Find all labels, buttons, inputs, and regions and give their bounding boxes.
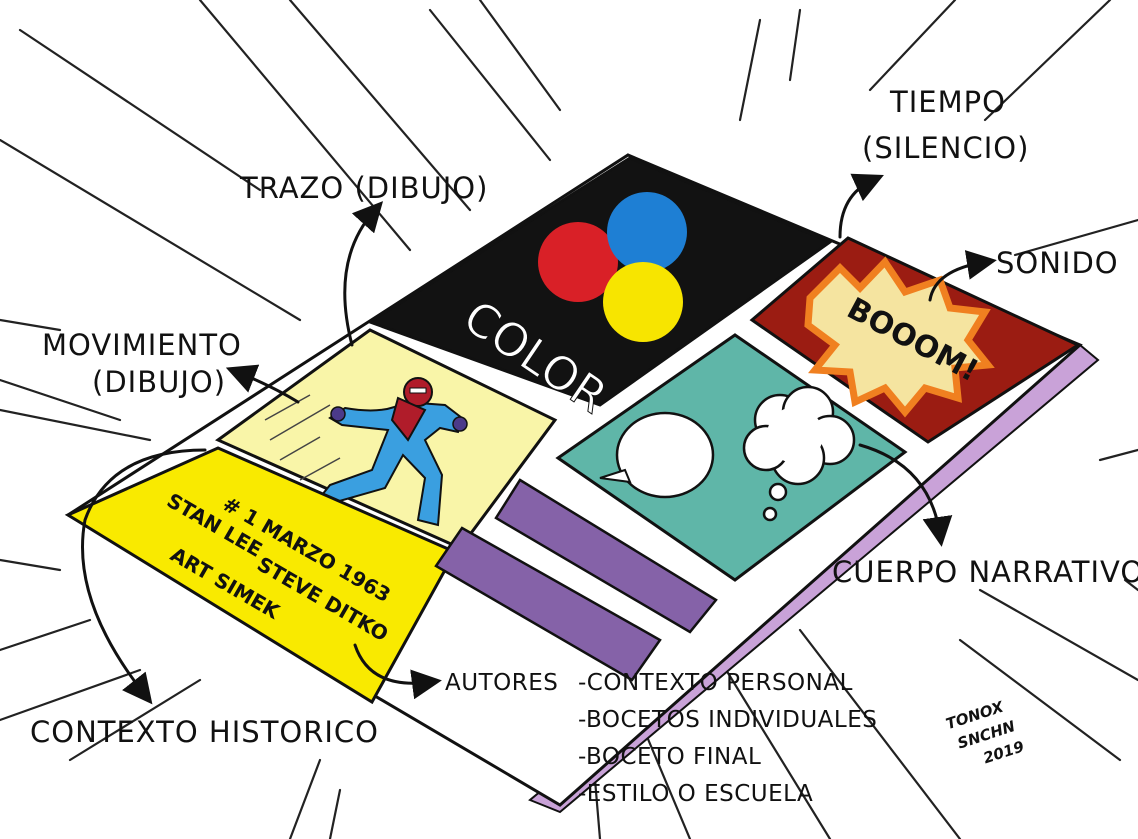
arrow-icon [858,443,953,547]
autores-list-item: -BOCETO FINAL [578,744,761,770]
arrow-icon [343,201,384,347]
autores-list-item: -ESTILO O ESCUELA [578,781,813,807]
yellow-circle [603,262,683,342]
autores-list-item: -BOCETOS INDIVIDUALES [578,707,877,733]
cover-info-panel: # 1 MARZO 1963 STAN LEE STEVE DITKO ART … [64,446,458,705]
label-contexto: CONTEXTO HISTORICO [30,715,379,749]
autores-list-item: -CONTEXTO PERSONAL [578,670,853,696]
movement-panel [215,328,558,550]
superhero-figure [316,377,468,527]
arrow-icon [353,643,442,700]
sound-panel: BOOOM! [749,236,1082,444]
label-cuerpo: CUERPO NARRATIVO [832,555,1138,589]
narrative-panel [555,333,908,582]
blue-circle [607,192,687,272]
label-trazo: TRAZO (DIBUJO) [239,171,488,205]
arrow-icon [225,364,300,404]
label-autores: AUTORES [445,670,558,696]
red-circle [538,222,618,302]
motion-lines [264,394,341,481]
autores-list: -CONTEXTO PERSONAL -BOCETOS INDIVIDUALES… [578,670,877,807]
label-tiempo-line2: (SILENCIO) [862,131,1029,165]
arrow-icon [838,173,884,239]
label-movimiento-line2: (DIBUJO) [92,365,226,399]
label-movimiento-line1: MOVIMIENTO [42,328,242,362]
arrows [81,173,997,705]
thought-bubble-icon [742,385,856,522]
explosion-burst-icon [804,256,995,418]
label-sonido: SONIDO [996,246,1119,280]
speech-bubble-icon [599,411,715,499]
arrow-icon [81,448,207,705]
arrow-icon [928,250,997,302]
artist-signature: TONOX SNCHN 2019 [944,697,1027,767]
label-tiempo-line1: TIEMPO [889,85,1006,119]
purple-panels [434,478,718,682]
